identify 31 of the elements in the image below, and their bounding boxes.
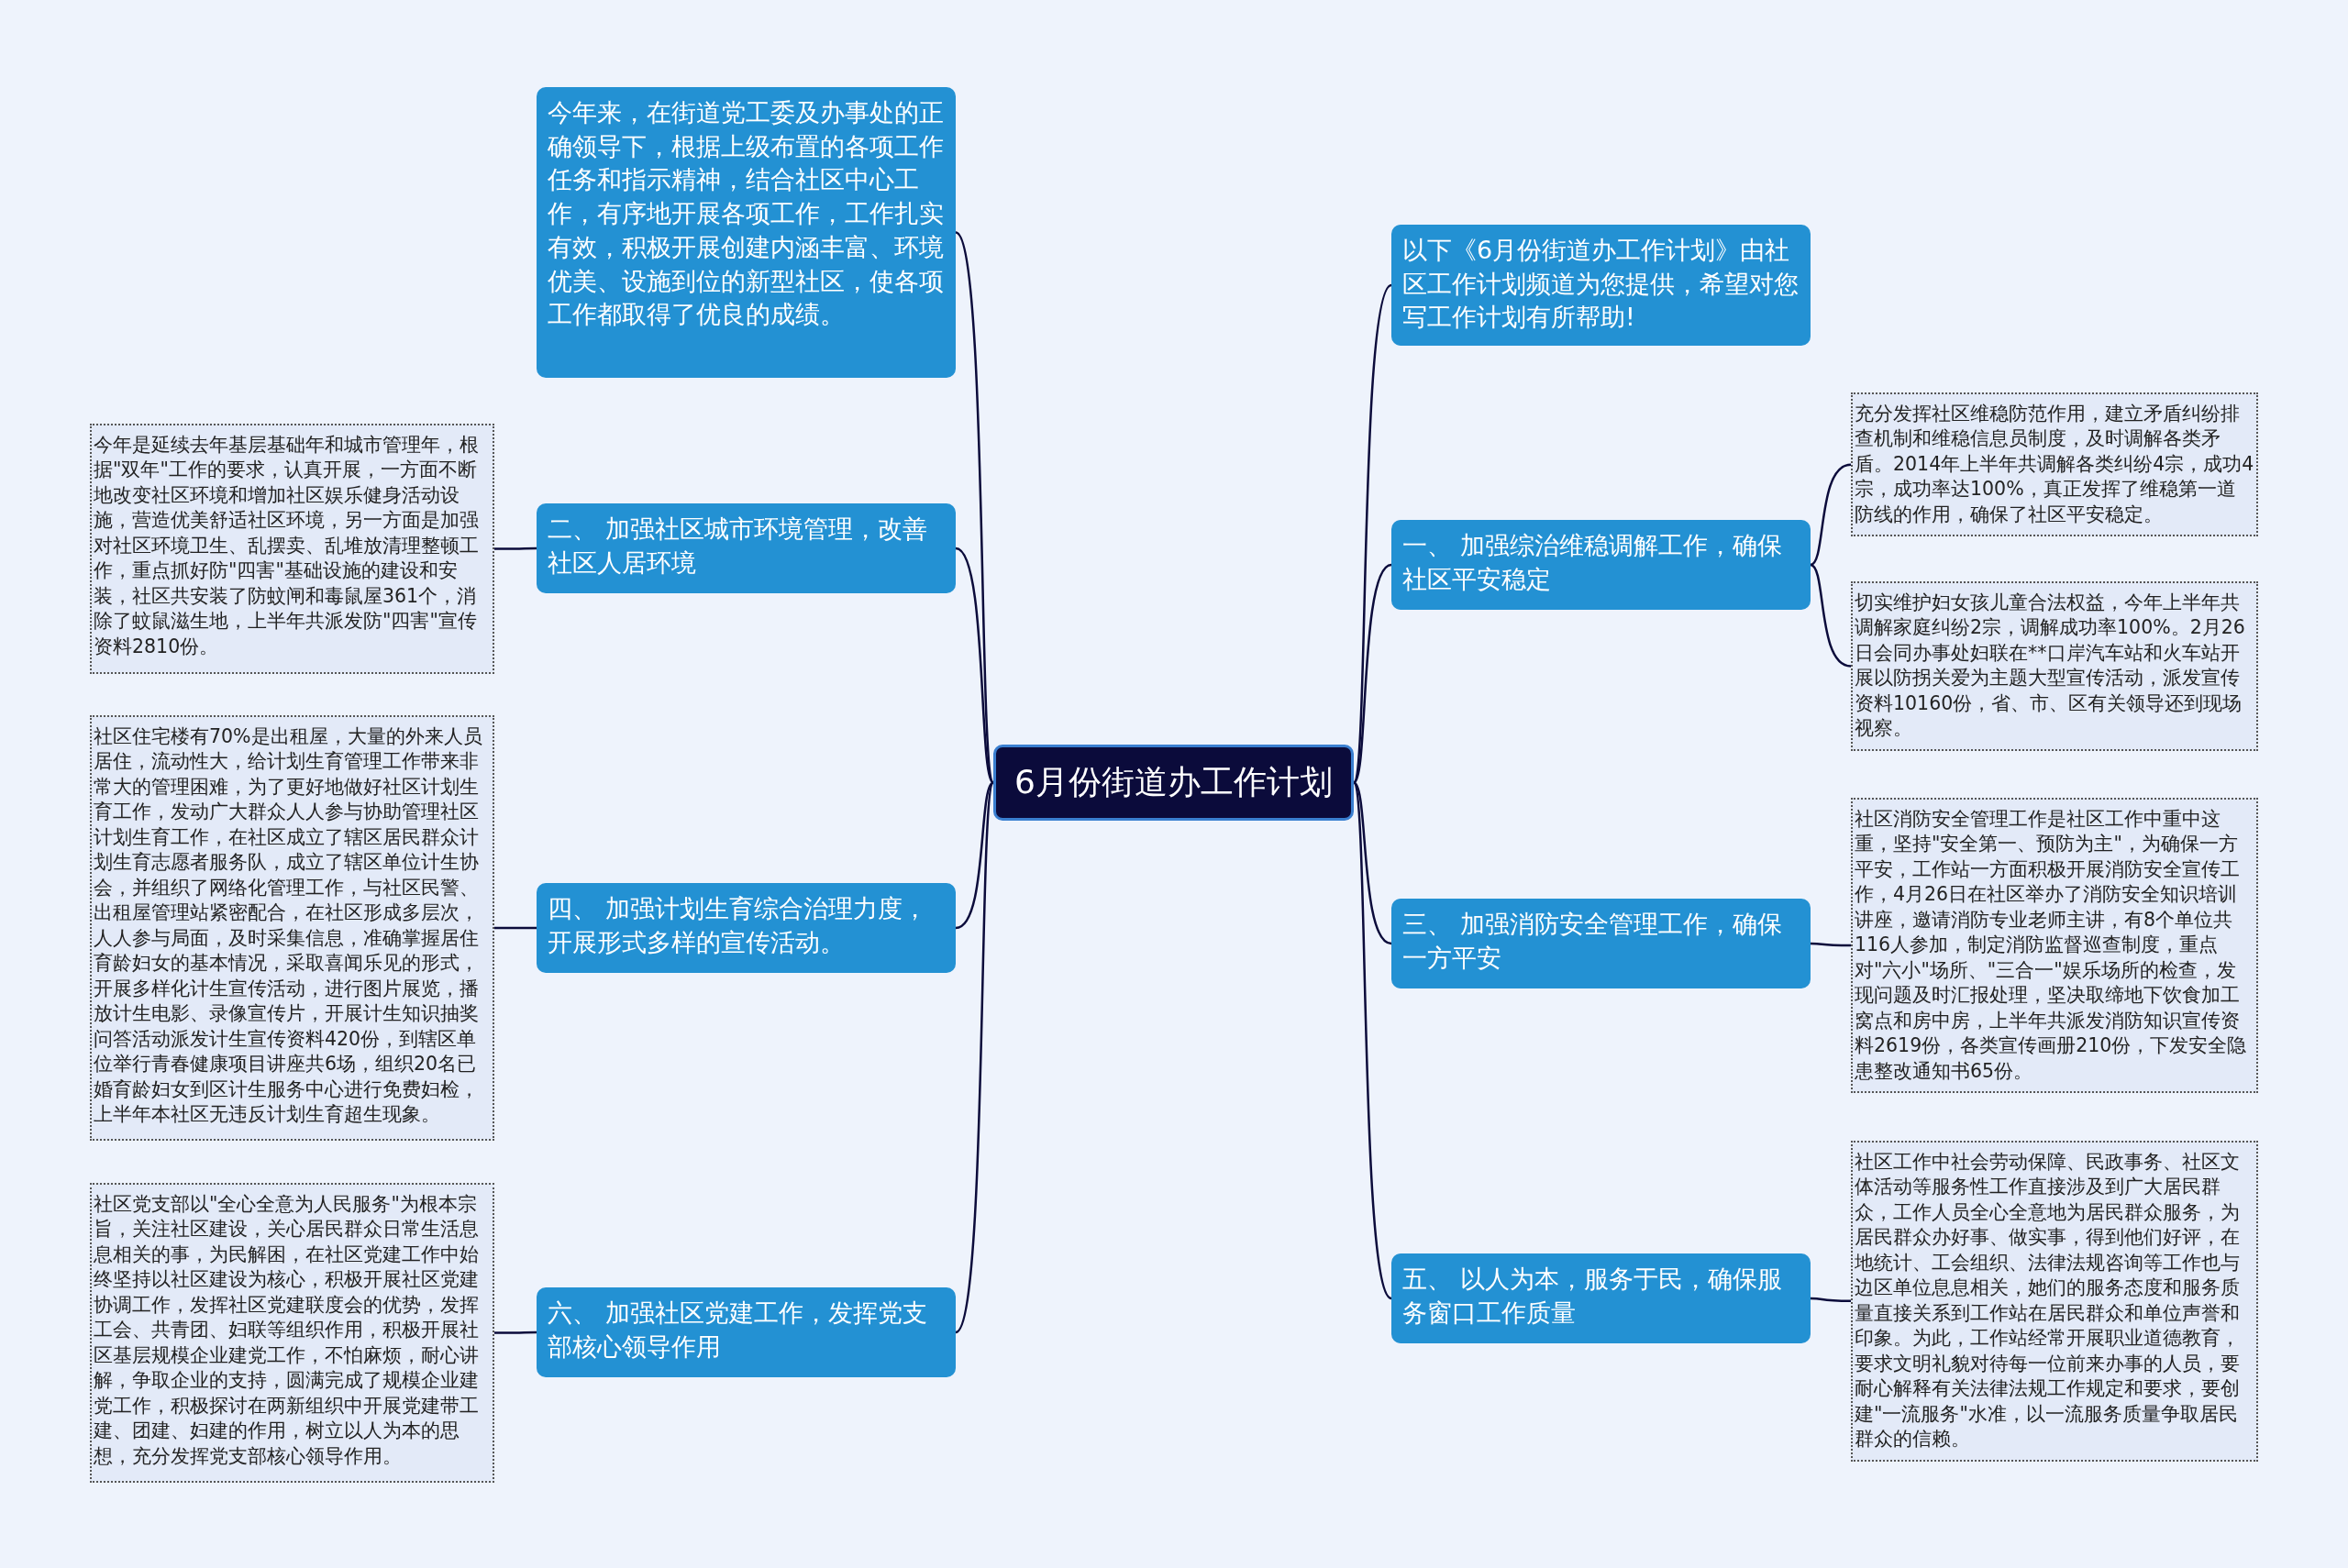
detail-text-box: 社区住宅楼有70%是出租屋，大量的外来人员居住，流动性大，给计划生育管理工作带来非常大的管理困难，为了更好地做好社区计划生育工作，发动广大群众人人参与协助管理社区计划生育工作，在社区成立了辖区居民群众计划生育志愿者服务队，成立了辖区单位计生协会，并组织了网络化管理工作，与社区民警、出租屋管理站紧密配合，在社区形成多层次，人人参与局面，及时采集信息，准确掌握居住育龄妇女的基本情况，采取喜闻乐见的形式，开展多样化计生宣传活动，进行图片展览，播放计生电影、录像宣传片，开展计生知识抽奖问答活动派发计生宣传资料420份，到辖区单位举行青春健康项目讲座共6场，组织20名已婚育龄妇女到区计生服务中心进行免费妇检，上半年本社区无违反计划生育超生现象。 bbox=[90, 715, 494, 1141]
detail-text-box: 社区消防安全管理工作是社区工作中重中这重，坚持"安全第一、预防为主"，为确保一方平安，工作站一方面积极开展消防安全宣传工作，4月26日在社区举办了消防安全知识培训讲座，邀请消防专业老师主讲，有8个单位共116人参加，制定消防监督巡查制度，重点对"六小"场所、"三合一"娱乐场所的检查，发现问题及时汇报处理，坚决取缔地下饮食加工窝点和房中房，上半年共派发消防知识宣传资料2619份，各类宣传画册210份，下发安全隐患整改通知书65份。 bbox=[1851, 798, 2258, 1094]
topic-box: 六、 加强社区党建工作，发挥党支部核心领导作用 bbox=[537, 1287, 956, 1377]
connector-line bbox=[1352, 284, 1392, 783]
connector-line bbox=[1810, 563, 1852, 668]
detail-text-box: 充分发挥社区维稳防范作用，建立矛盾纠纷排查机制和维稳信息员制度，及时调解各类矛盾。2014年上半年共调解各类纠纷4宗，成功4宗，成功率达100%，真正发挥了维稳第一道防线的作用，确保了社区平安稳定。 bbox=[1851, 392, 2258, 537]
connector-line bbox=[954, 782, 995, 1333]
detail-text-box: 切实维护妇女孩儿童合法权益，今年上半年共调解家庭纠纷2宗，调解成功率100%。2月26日会同办事处妇联在**口岸汽车站和火车站开展以防拐关爱为主题大型宣传活动，派发宣传资料10160份，省、市、区有关领导还到现场视察。 bbox=[1851, 581, 2258, 751]
topic-box: 以下《6月份街道办工作计划》由社区工作计划频道为您提供，希望对您写工作计划有所帮助! bbox=[1391, 225, 1811, 346]
root-topic-box: 6月份街道办工作计划 bbox=[993, 745, 1354, 821]
detail-text-box: 社区党支部以"全心全意为人民服务"为根本宗旨，关注社区建设，关心居民群众日常生活息息相关的事，为民解困，在社区党建工作中始终坚持以社区建设为核心，积极开展社区党建协调工作，发挥社区党建联度会的优势，发挥工会、共青团、妇联等组织作用，积极开展社区基层规模企业建党工作，不怕麻烦，耐心讲解，争取企业的支持，圆满完成了规模企业建党工作，积极探讨在两新组织中开展党建带工建、团建、妇建的作用，树立以人为本的思想，充分发挥党支部核心领导作用。 bbox=[90, 1183, 494, 1483]
topic-box: 一、 加强综治维稳调解工作，确保社区平安稳定 bbox=[1391, 520, 1811, 610]
detail-text-box: 社区工作中社会劳动保障、民政事务、社区文体活动等服务性工作直接涉及到广大居民群众，工作人员全心全意地为居民群众服务，为居民群众办好事、做实事，得到他们好评，在地统计、工会组织、法律法规咨询等工作也与边区单位息息相关，她们的服务态度和服务质量直接关系到工作站在居民群众和单位声誉和印象。为此，工作站经常开展职业道德教育，要求文明礼貌对待每一位前来办事的人员，要耐心解释有关法律法规工作规定和要求，要创建"一流服务"水准，以一流服务质量争取居民群众的信赖。 bbox=[1851, 1141, 2258, 1462]
connector-line bbox=[1352, 782, 1393, 1299]
topic-box: 四、 加强计划生育综合治理力度，开展形式多样的宣传活动。 bbox=[537, 883, 956, 973]
connector-line bbox=[494, 926, 537, 930]
connector-line bbox=[1810, 463, 1852, 567]
topic-box: 今年来，在街道党工委及办事处的正确领导下，根据上级布置的各项工作任务和指示精神，结合社区中心工作，有序地开展各项工作，工作扎实有效，积极开展创建内涵丰富、环境优美、设施到位的新型社区，使各项工作都取得了优良的成绩。 bbox=[537, 87, 956, 378]
connector-line bbox=[494, 1331, 537, 1334]
connector-line bbox=[955, 781, 994, 930]
connector-line bbox=[494, 547, 537, 550]
topic-box: 五、 以人为本，服务于民，确保服务窗口工作质量 bbox=[1391, 1253, 1811, 1343]
connector-line bbox=[1811, 1297, 1851, 1303]
connector-line bbox=[1353, 781, 1392, 945]
connector-line bbox=[1353, 563, 1392, 784]
connector-line bbox=[1811, 942, 1851, 947]
connector-line bbox=[954, 231, 995, 783]
detail-text-box: 今年是延续去年基层基础年和城市管理年，根据"双年"工作的要求，认真开展，一方面不断地改变社区环境和增加社区娱乐健身活动设施，营造优美舒适社区环境，另一方面是加强对社区环境卫生、乱摆卖、乱堆放清理整顿工作，重点抓好防"四害"基础设施的建设和安装，社区共安装了防蚊闸和毒鼠屋361个，消除了蚊鼠滋生地，上半年共派发防"四害"宣传资料2810份。 bbox=[90, 424, 494, 674]
connector-line bbox=[955, 547, 994, 784]
topic-box: 三、 加强消防安全管理工作，确保一方平安 bbox=[1391, 899, 1811, 988]
topic-box: 二、 加强社区城市环境管理，改善社区人居环境 bbox=[537, 503, 956, 593]
